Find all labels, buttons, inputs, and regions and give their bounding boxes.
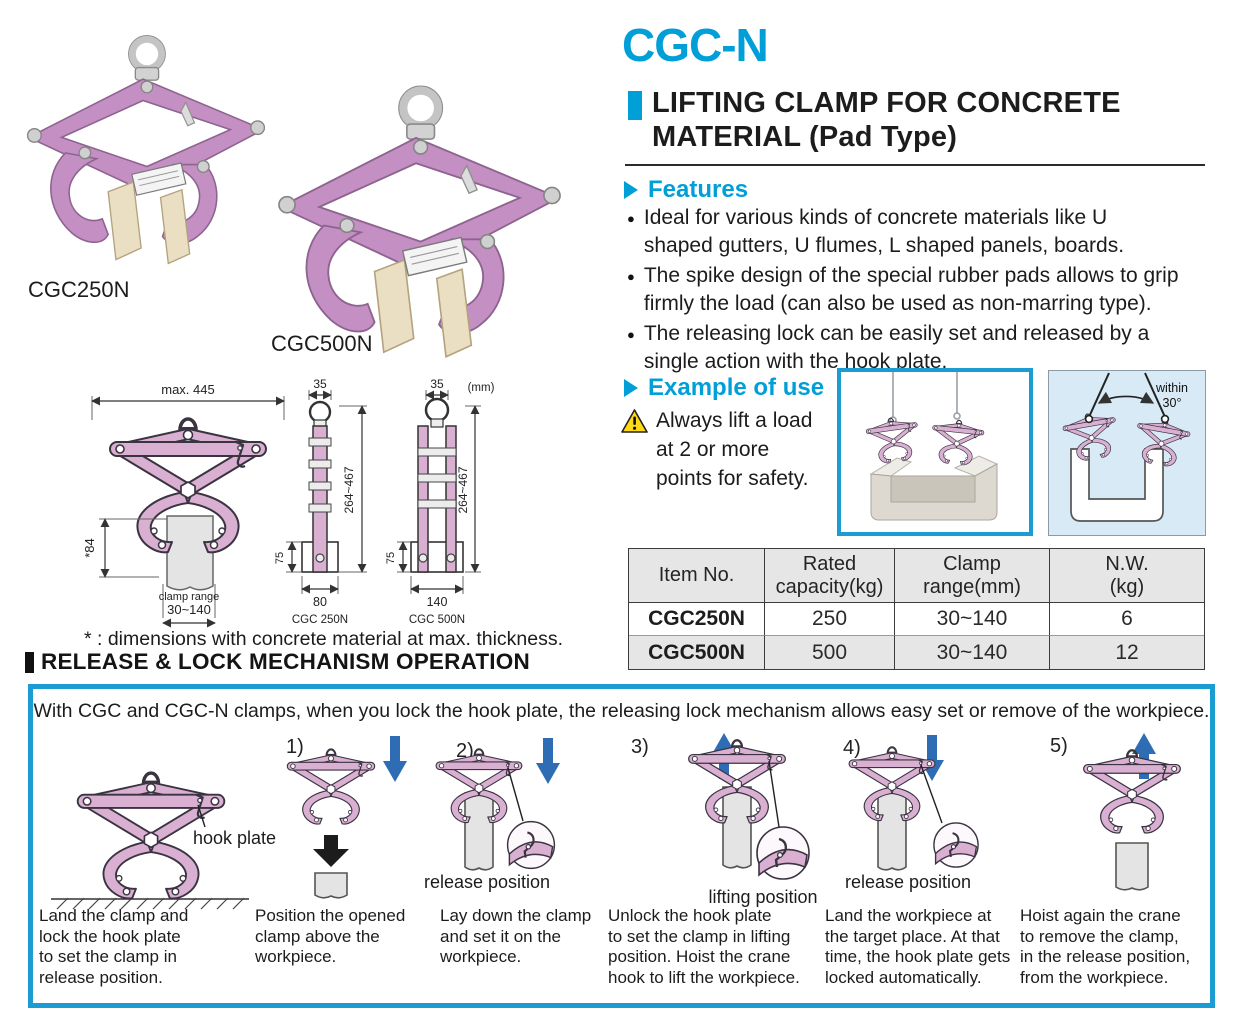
features-heading-row: Features: [624, 176, 748, 204]
step4-illustration: [848, 746, 980, 871]
dim-star84: *84: [82, 538, 97, 558]
blue-down-arrow-icon: [536, 738, 560, 784]
dim-140: 140: [427, 595, 448, 609]
spec-cell-capacity: 250: [764, 603, 894, 636]
feature-item: ● Ideal for various kinds of concrete ma…: [627, 204, 1227, 259]
dim-35-b: 35: [430, 378, 444, 391]
step3-number: 3): [631, 736, 649, 758]
step0-illustration: [51, 771, 249, 910]
example-photo-ugutter: [864, 372, 999, 521]
spec-cell-item: CGC250N: [629, 603, 764, 636]
dim-35-a: 35: [313, 378, 327, 391]
arrow-right-icon: [624, 379, 638, 397]
features-list: ● Ideal for various kinds of concrete ma…: [627, 204, 1227, 378]
step-caption: Land the workpiece at the target place. …: [825, 906, 1011, 987]
example-photo-panel: [837, 368, 1033, 536]
spec-cell-weight: 6: [1049, 603, 1204, 636]
step-caption: Hoist again the crane to remove the clam…: [1020, 906, 1191, 987]
spec-header-weight: N.W. (kg): [1049, 549, 1204, 603]
blue-up-arrow-icon: [1132, 733, 1156, 779]
unit-label: (mm): [468, 382, 495, 394]
bullet-icon: ●: [627, 327, 635, 342]
page-subtitle: LIFTING CLAMP FOR CONCRETE MATERIAL (Pad…: [652, 87, 1121, 153]
dim-80: 80: [313, 595, 327, 609]
operation-heading: RELEASE & LOCK MECHANISM OPERATION: [41, 649, 530, 674]
step1-illustration: [286, 748, 376, 899]
dim-max-width: max. 445: [161, 382, 214, 397]
photo-label-cgc250n: CGC250N: [28, 277, 130, 302]
operation-box: With CGC and CGC-N clamps, when you lock…: [28, 684, 1215, 1008]
step3-illustration: [687, 739, 811, 881]
spec-header-item: Item No.: [629, 549, 764, 603]
feature-text: Ideal for various kinds of concrete mate…: [643, 206, 1125, 257]
title-divider: [625, 164, 1205, 166]
warning-triangle-icon: [621, 409, 648, 433]
features-heading: Features: [648, 176, 749, 203]
dim-height-a: 264~467: [342, 466, 356, 513]
product-photo-cgc500n: [262, 78, 577, 366]
example-angle-illustration: [1060, 372, 1193, 522]
step4-number: 4): [843, 737, 861, 759]
hook-plate-label: hook plate: [193, 828, 277, 848]
dim-height-b: 264~467: [456, 466, 470, 513]
operation-heading-row: RELEASE & LOCK MECHANISM OPERATION: [25, 649, 530, 675]
lifting-position-label: lifting position: [708, 887, 818, 907]
example-heading: Example of use: [648, 374, 825, 401]
spec-header-range: Clamp range(mm): [894, 549, 1049, 603]
clamp-range-value: 30~140: [167, 602, 211, 617]
bullet-icon: ●: [627, 269, 635, 284]
example-heading-row: Example of use: [624, 374, 824, 402]
subtitle-accent-bar: [628, 91, 642, 120]
warning-text: Always lift a load at 2 or more points f…: [656, 409, 813, 490]
clamp-range-label: clamp range: [159, 591, 220, 603]
example-angle-panel: within 30°: [1048, 370, 1206, 536]
step5-number: 5): [1050, 735, 1068, 757]
step1-number: 1): [286, 736, 304, 758]
photo-label-cgc500n: CGC500N: [271, 331, 373, 356]
step2-illustration: [435, 748, 556, 871]
spec-header-capacity: Rated capacity(kg): [764, 549, 894, 603]
drawing-model-b: CGC 500N: [409, 614, 465, 626]
step5-illustration: [1082, 749, 1182, 891]
step-caption: Land the clamp and lock the hook plate t…: [39, 906, 189, 987]
feature-text: The releasing lock can be easily set and…: [643, 322, 1150, 373]
dim-75-a: 75: [274, 552, 286, 564]
feature-item: ● The releasing lock can be easily set a…: [627, 320, 1227, 375]
step-caption: Position the opened clamp above the work…: [255, 906, 406, 966]
blue-down-arrow-icon: [383, 736, 407, 782]
angle-note: within 30°: [1156, 381, 1188, 410]
heading-bar-icon: [25, 651, 34, 673]
spec-cell-range: 30~140: [894, 636, 1049, 669]
spec-cell-range: 30~140: [894, 603, 1049, 636]
step-caption: Unlock the hook plate to set the clamp i…: [608, 906, 800, 987]
dim-75-b: 75: [385, 552, 397, 564]
bullet-icon: ●: [627, 211, 635, 226]
operation-intro: With CGC and CGC-N clamps, when you lock…: [33, 700, 1210, 722]
dimension-drawing: max. 445 *84 clamp range 30~140 35 264~4…: [82, 378, 495, 628]
spec-cell-capacity: 500: [764, 636, 894, 669]
feature-text: The spike design of the special rubber p…: [643, 264, 1179, 315]
release-position-label: release position: [423, 872, 551, 892]
spec-table: Item No. Rated capacity(kg) Clamp range(…: [628, 548, 1205, 670]
page-title: CGC-N: [622, 19, 769, 71]
spec-cell-weight: 12: [1049, 636, 1204, 669]
safety-warning: Always lift a load at 2 or more points f…: [621, 406, 841, 493]
spec-cell-item: CGC500N: [629, 636, 764, 669]
arrow-right-icon: [624, 181, 638, 199]
black-down-arrow-icon: [313, 835, 349, 867]
feature-item: ● The spike design of the special rubber…: [627, 262, 1227, 317]
page-subtitle-row: LIFTING CLAMP FOR CONCRETE MATERIAL (Pad…: [628, 86, 1121, 154]
release-position-label: release position: [844, 872, 972, 892]
drawing-model-a: CGC 250N: [292, 614, 348, 626]
step-caption: Lay down the clamp and set it on the wor…: [440, 906, 592, 966]
drawing-note: * : dimensions with concrete material at…: [84, 628, 564, 650]
product-photo-cgc250n: [15, 26, 277, 274]
